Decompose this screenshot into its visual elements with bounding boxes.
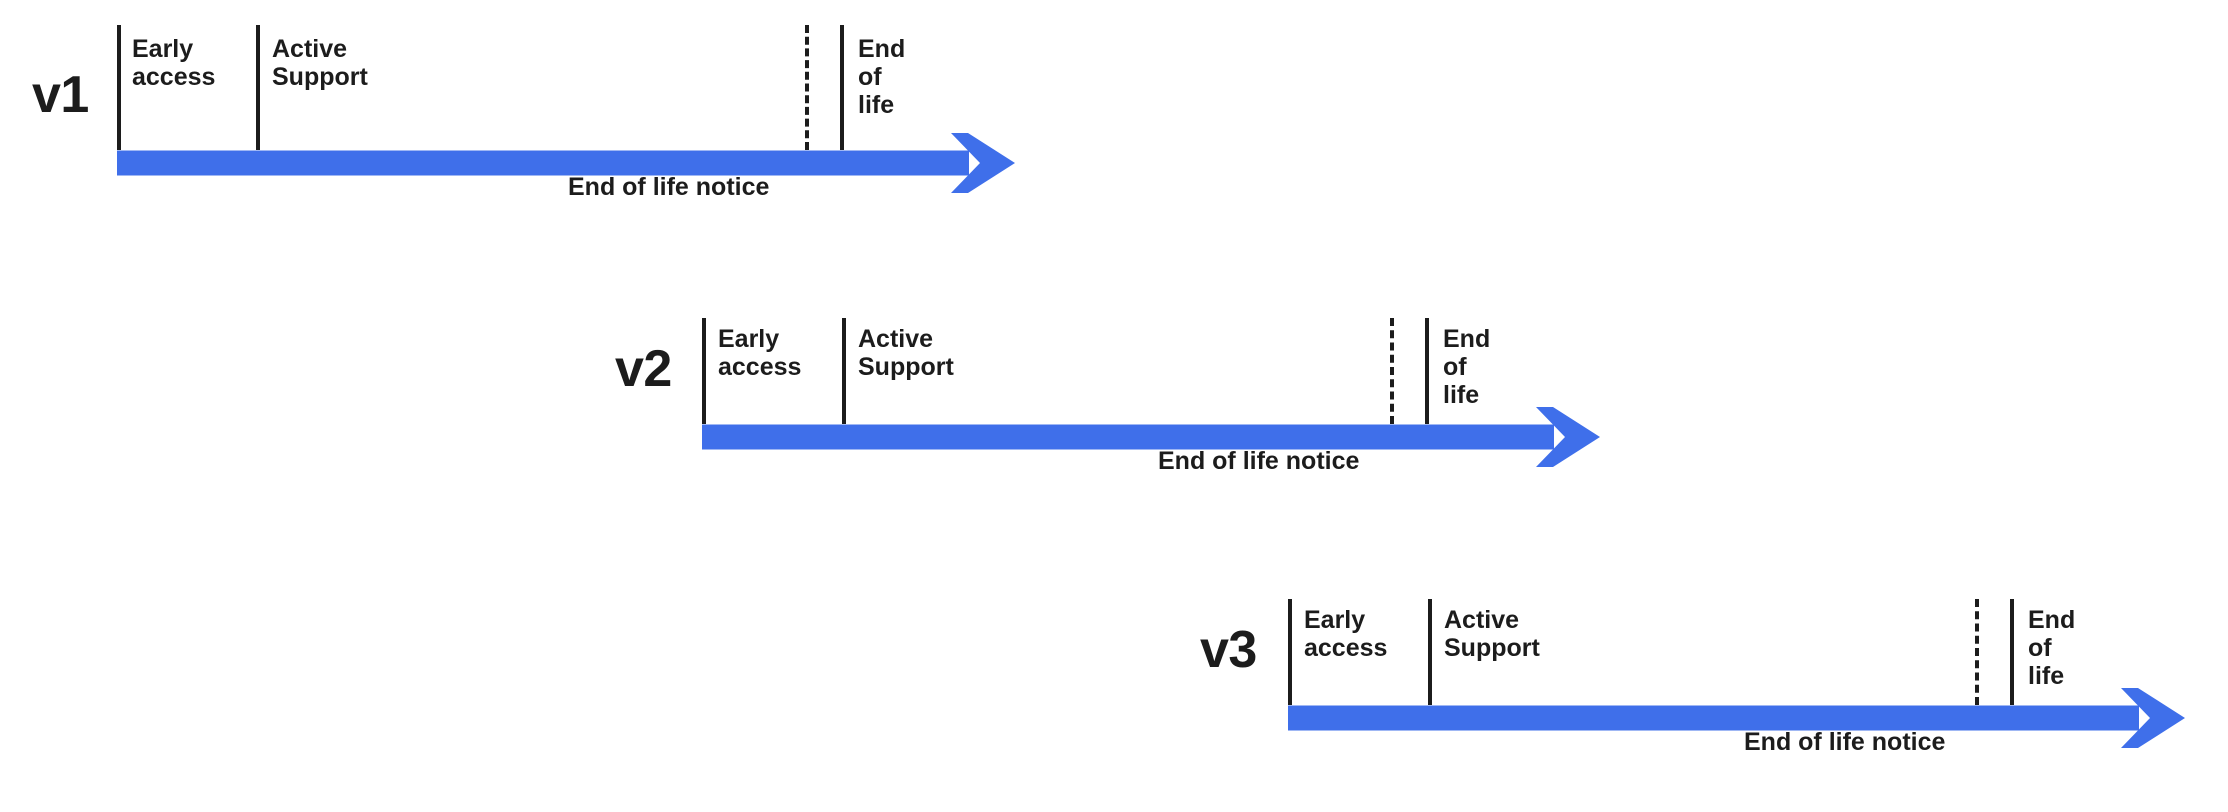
end-of-life-divider-v3 — [2010, 599, 2014, 705]
phase-label-early-access-v3: Early access — [1304, 606, 1388, 662]
timeline-arrow-v3 — [1288, 687, 2185, 748]
version-label-v3: v3 — [1200, 621, 1257, 679]
early-access-divider-v1 — [117, 25, 121, 150]
phase-label-active-support-v2: Active Support — [858, 325, 954, 381]
version-label-v2: v2 — [615, 340, 672, 398]
end-of-life-notice-label-v3: End of life notice — [1744, 728, 1946, 756]
end-of-life-divider-v1 — [840, 25, 844, 150]
version-label-v1: v1 — [32, 66, 89, 124]
arrow-head-v3 — [2121, 687, 2185, 748]
phase-label-early-access-v2: Early access — [718, 325, 802, 381]
end-of-life-divider-v2 — [1425, 318, 1429, 424]
timeline-arrow-v2 — [702, 406, 1600, 467]
phase-label-end-of-life-v2: End of life — [1443, 325, 1491, 409]
phase-label-early-access-v1: Early access — [132, 35, 216, 91]
arrow-shaft-v3 — [1288, 705, 2139, 730]
early-access-divider-v2 — [702, 318, 706, 424]
arrow-shaft-v2 — [702, 424, 1554, 449]
phase-label-end-of-life-v1: End of life — [858, 35, 906, 119]
phase-label-active-support-v1: Active Support — [272, 35, 368, 91]
early-access-divider-v3 — [1288, 599, 1292, 705]
phase-label-end-of-life-v3: End of life — [2028, 606, 2076, 690]
end-of-life-notice-label-v2: End of life notice — [1158, 447, 1360, 475]
arrow-head-v1 — [951, 132, 1015, 193]
timeline-arrow-v1 — [117, 132, 1015, 193]
end-of-life-notice-label-v1: End of life notice — [568, 173, 770, 201]
end-of-life-notice-marker-v1 — [805, 25, 809, 150]
active-support-divider-v3 — [1428, 599, 1432, 705]
phase-label-active-support-v3: Active Support — [1444, 606, 1540, 662]
end-of-life-notice-marker-v3 — [1975, 599, 1979, 705]
end-of-life-notice-marker-v2 — [1390, 318, 1394, 424]
active-support-divider-v2 — [842, 318, 846, 424]
arrow-shaft-v1 — [117, 150, 969, 175]
active-support-divider-v1 — [256, 25, 260, 150]
arrow-head-v2 — [1536, 406, 1600, 467]
